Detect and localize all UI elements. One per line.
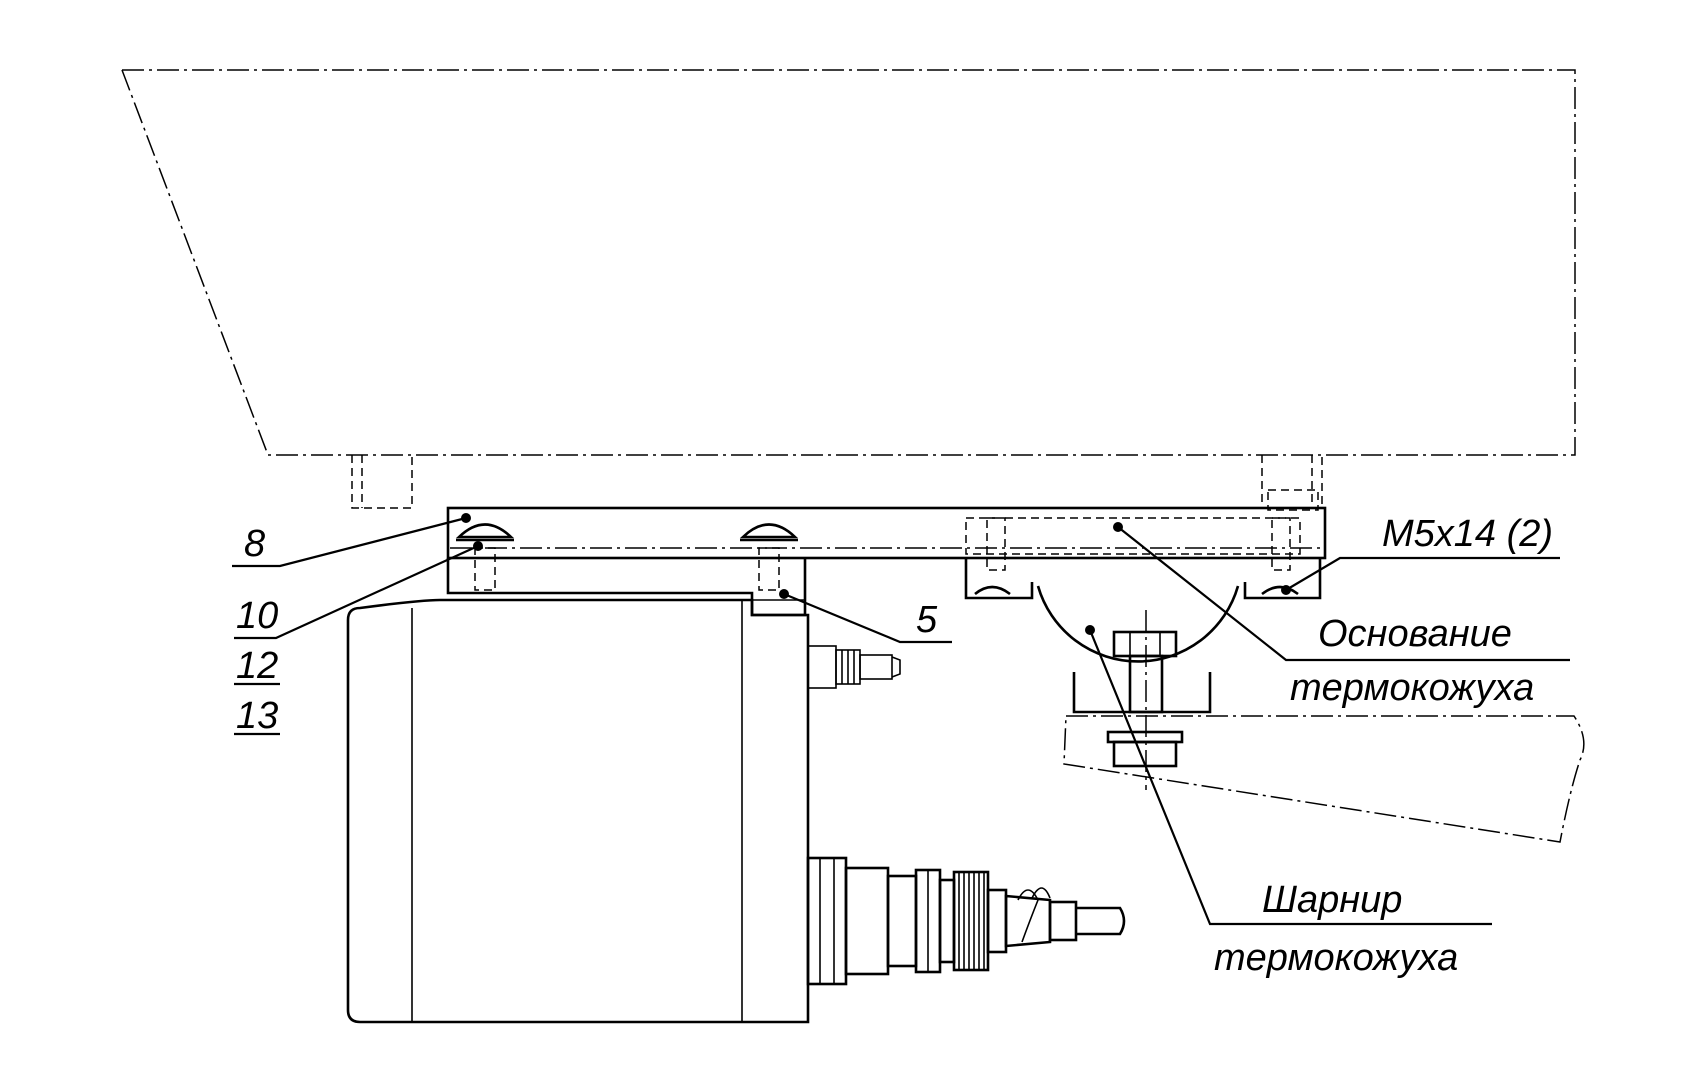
thermal-housing-outline	[121, 69, 1576, 509]
screw-right	[739, 523, 799, 591]
label-base-line1: Основание	[1318, 613, 1512, 655]
label-pos-13: 13	[236, 695, 278, 737]
label-hinge-line2: термокожуха	[1214, 937, 1458, 979]
label-pos-10: 10	[236, 595, 278, 637]
screw-left	[455, 523, 515, 591]
cable-gland	[806, 856, 1126, 986]
label-pos-12: 12	[236, 645, 278, 687]
leader-dots	[461, 513, 1291, 635]
label-base-line2: термокожуха	[1290, 667, 1534, 709]
mounting-plate	[446, 506, 1327, 560]
label-pos-8: 8	[244, 523, 265, 565]
hinge	[1036, 585, 1240, 790]
label-hinge-line1: Шарнир	[1262, 879, 1402, 921]
leader-lines	[232, 516, 1570, 926]
label-bolt-m5x14: M5x14 (2)	[1382, 513, 1553, 555]
camera-body	[346, 598, 810, 1024]
side-connector	[807, 645, 901, 689]
label-pos-5: 5	[916, 599, 938, 641]
bracket-arm	[1063, 715, 1585, 843]
hinge-mount	[964, 489, 1322, 600]
